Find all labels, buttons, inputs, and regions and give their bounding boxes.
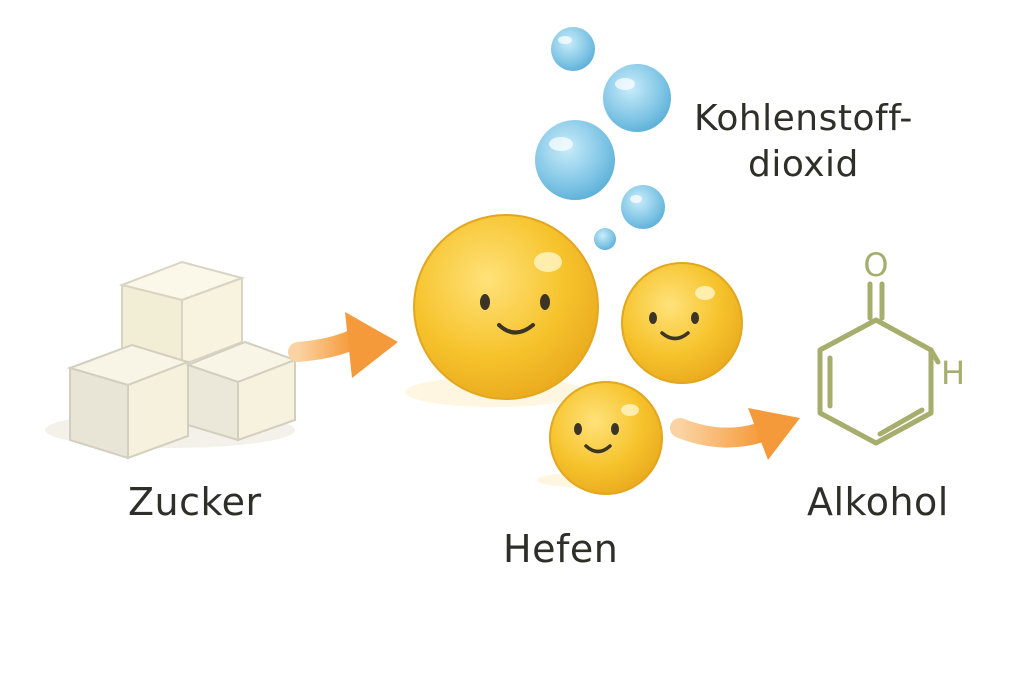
bubble-3 <box>535 120 615 200</box>
co2-bubbles-icon <box>535 27 671 250</box>
co2-label-line2: dioxid <box>747 144 859 185</box>
bubble-5 <box>594 228 616 250</box>
yeast-cell-large <box>413 214 599 400</box>
yeast-cell-medium <box>621 262 743 384</box>
sugar-cube-top <box>118 260 246 367</box>
alcohol-label: Alkohol <box>807 480 949 524</box>
bubble-2 <box>603 64 671 132</box>
arrow-yeast-to-alcohol-icon <box>670 408 800 460</box>
co2-label: Kohlenstoff- dioxid <box>694 96 913 188</box>
sugar-cube-right <box>185 340 298 442</box>
sugar-label: Zucker <box>128 480 262 524</box>
bubble-4 <box>621 185 665 229</box>
yeast-label: Hefen <box>503 527 619 571</box>
co2-label-line1: Kohlenstoff- <box>694 98 913 139</box>
yeast-cell-small <box>537 381 663 495</box>
bubble-1 <box>551 27 595 71</box>
sugar-cube-left <box>66 343 192 460</box>
arrow-sugar-to-yeast-icon <box>288 312 398 378</box>
yeast-cells-icon <box>405 214 743 495</box>
molecule-hydrogen-label: H <box>941 354 965 392</box>
molecule-structure-icon <box>817 281 941 446</box>
molecule-oxygen-label: O <box>863 246 888 284</box>
sugar-cubes-icon <box>45 260 298 460</box>
